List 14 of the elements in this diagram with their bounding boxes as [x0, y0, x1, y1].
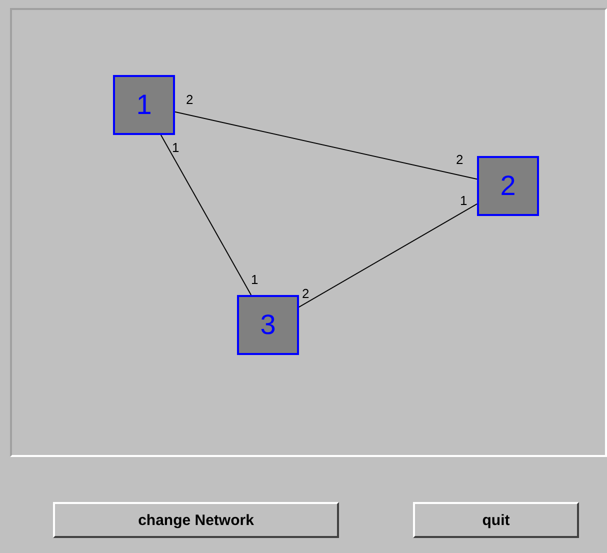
action-button: change Network — [53, 502, 339, 538]
port-number: 1 — [251, 273, 258, 286]
connection-line — [298, 203, 478, 308]
port-number: 2 — [456, 153, 464, 166]
network-node: 1 — [113, 75, 175, 135]
action-button: quit — [413, 502, 579, 538]
network-node: 2 — [477, 156, 539, 216]
port-number: 2 — [302, 287, 310, 300]
connection-line — [174, 111, 478, 180]
port-number: 1 — [172, 141, 180, 154]
port-number: 1 — [460, 194, 468, 207]
connection-line — [160, 134, 252, 296]
network-node: 3 — [237, 295, 299, 355]
port-number: 2 — [186, 93, 194, 106]
